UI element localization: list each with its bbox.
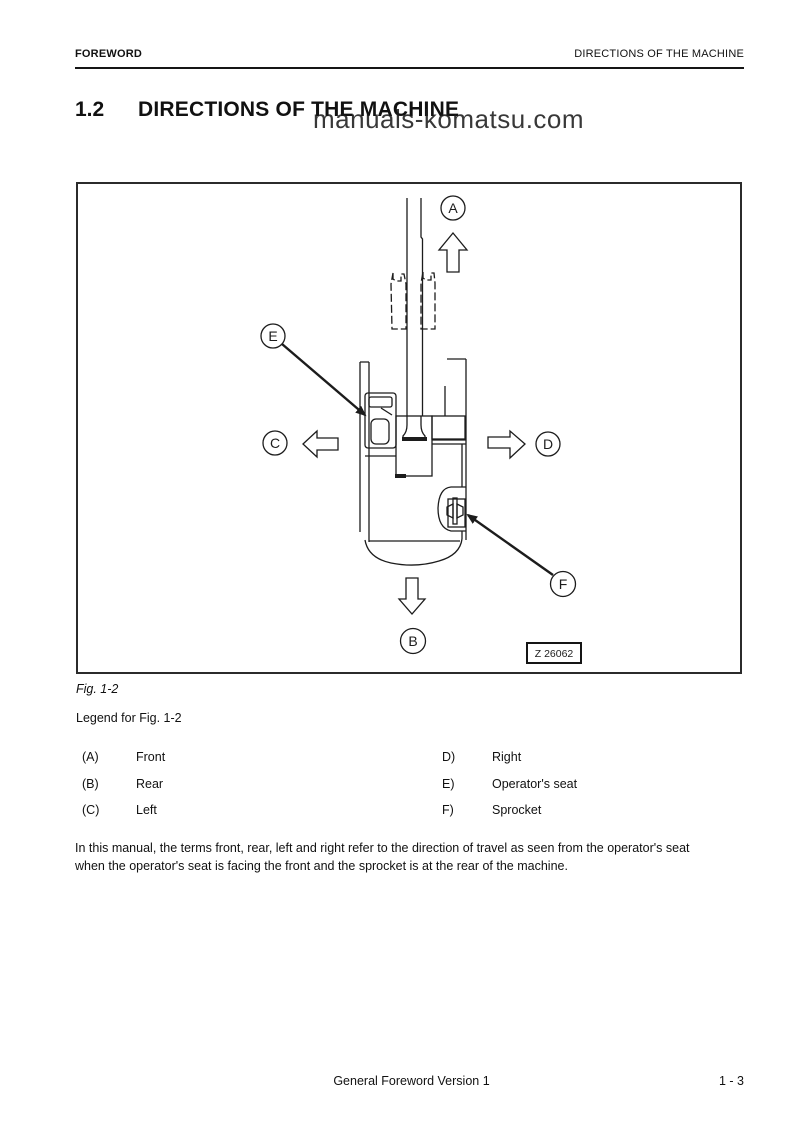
legend-value: Rear: [136, 777, 164, 791]
legend-row-b-e: (B) Rear E) Operator's seat: [76, 777, 746, 793]
rear-arrow: [397, 577, 427, 615]
legend-key: D): [442, 750, 456, 764]
leader-line-f: [466, 513, 554, 576]
svg-text:C: C: [270, 435, 280, 451]
drawing-number: Z 26062: [535, 648, 574, 660]
section-title: DIRECTIONS OF THE MACHINE: [138, 98, 460, 121]
boom-foot: [395, 415, 433, 478]
legend-key: (C): [82, 803, 100, 817]
legend-key: (B): [82, 777, 99, 791]
svg-text:D: D: [543, 436, 553, 452]
label-a: A: [440, 195, 466, 221]
watermark-text: manuals-komatsu.com: [313, 104, 585, 134]
cab-window: [368, 396, 393, 408]
figure-caption: Fig. 1-2: [76, 682, 119, 696]
svg-text:A: A: [448, 200, 458, 216]
header-section-title: FOREWORD: [75, 48, 142, 60]
header-chapter-title: DIRECTIONS OF THE MACHINE: [574, 48, 744, 60]
legend-key: (A): [82, 750, 99, 764]
legend-value: Right: [492, 750, 522, 764]
bucket-outline: [390, 271, 436, 330]
figure-border: [76, 182, 742, 674]
header-rule: [75, 67, 744, 69]
machine-directions-diagram: A B C D E F: [76, 182, 742, 674]
label-c: C: [262, 430, 288, 456]
paragraph-line: when the operator's seat is facing the f…: [75, 858, 568, 873]
svg-text:E: E: [268, 328, 277, 344]
legend-key: F): [442, 803, 454, 817]
footer-document-title: General Foreword Version 1: [333, 1074, 490, 1088]
footer-page-number: 1 - 3: [718, 1074, 744, 1088]
legend-row-a-d: (A) Front D) Right: [76, 750, 746, 766]
right-track: [444, 358, 467, 540]
legend-value: Left: [136, 803, 157, 817]
left-arrow: [302, 429, 339, 459]
left-track: [359, 361, 370, 542]
legend-value: Front: [136, 750, 166, 764]
label-d: D: [535, 431, 561, 457]
machinery-block: [431, 415, 466, 445]
boom-lines: [406, 198, 424, 416]
paragraph-line: In this manual, the terms front, rear, l…: [75, 841, 690, 855]
undercarriage-bottom: [364, 538, 463, 566]
label-e: E: [260, 323, 286, 349]
front-arrow: [437, 231, 469, 273]
legend-heading: Legend for Fig. 1-2: [76, 711, 182, 725]
drawing-number-box: Z 26062: [526, 642, 582, 664]
label-b: B: [399, 627, 427, 655]
operator-seat-shape: [370, 418, 390, 445]
right-arrow: [487, 429, 526, 460]
legend-key: E): [442, 777, 455, 791]
body-paragraph: In this manual, the terms front, rear, l…: [75, 840, 751, 875]
leader-line-e: [281, 343, 367, 417]
legend-value: Operator's seat: [492, 777, 578, 791]
legend-value: Sprocket: [492, 803, 542, 817]
legend-row-c-f: (C) Left F) Sprocket: [76, 803, 746, 819]
label-f: F: [549, 570, 577, 598]
figure-1-2: A B C D E F: [76, 182, 742, 674]
section-number: 1.2: [75, 98, 105, 121]
sprocket-shape: [437, 486, 466, 532]
svg-text:F: F: [559, 576, 568, 592]
svg-text:B: B: [408, 633, 417, 649]
